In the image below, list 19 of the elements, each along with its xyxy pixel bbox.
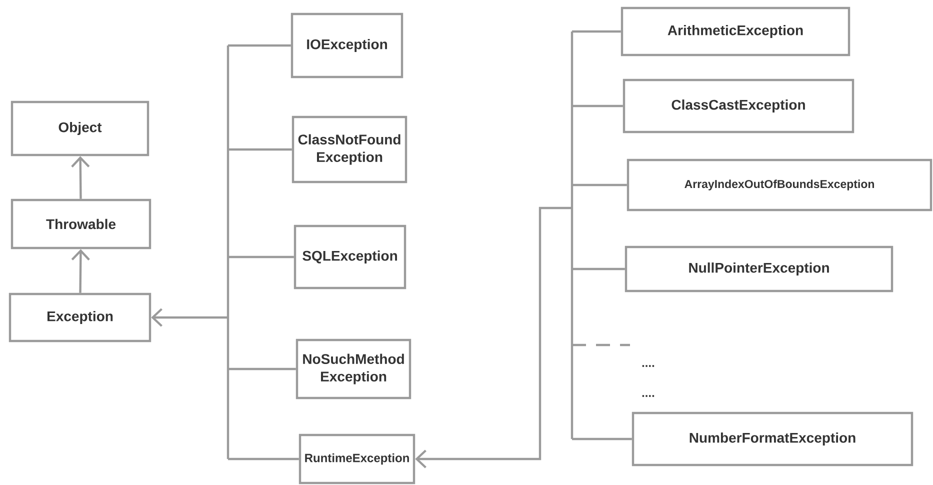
arrow <box>71 249 90 293</box>
class-box: ArithmeticException <box>620 6 850 56</box>
class-box: ClassNotFound Exception <box>292 116 408 184</box>
class-box: NoSuchMethod Exception <box>296 338 412 400</box>
ellipsis-label: .... <box>642 395 654 397</box>
ellipsis-label: .... <box>642 365 654 367</box>
class-box: Throwable <box>10 198 152 250</box>
class-box: NumberFormatException <box>632 412 914 466</box>
class-box: NullPointerException <box>624 246 894 292</box>
class-box: Object <box>10 100 150 156</box>
class-box: SQLException <box>294 224 406 290</box>
class-box: IOException <box>290 12 404 78</box>
arrow <box>415 30 633 468</box>
class-box: RuntimeException <box>298 434 416 484</box>
class-box: ClassCastException <box>622 78 854 134</box>
arrow <box>71 156 90 199</box>
class-box: Exception <box>8 292 152 342</box>
arrow <box>151 44 300 460</box>
class-box: ArrayIndexOutOfBoundsException <box>626 158 932 212</box>
